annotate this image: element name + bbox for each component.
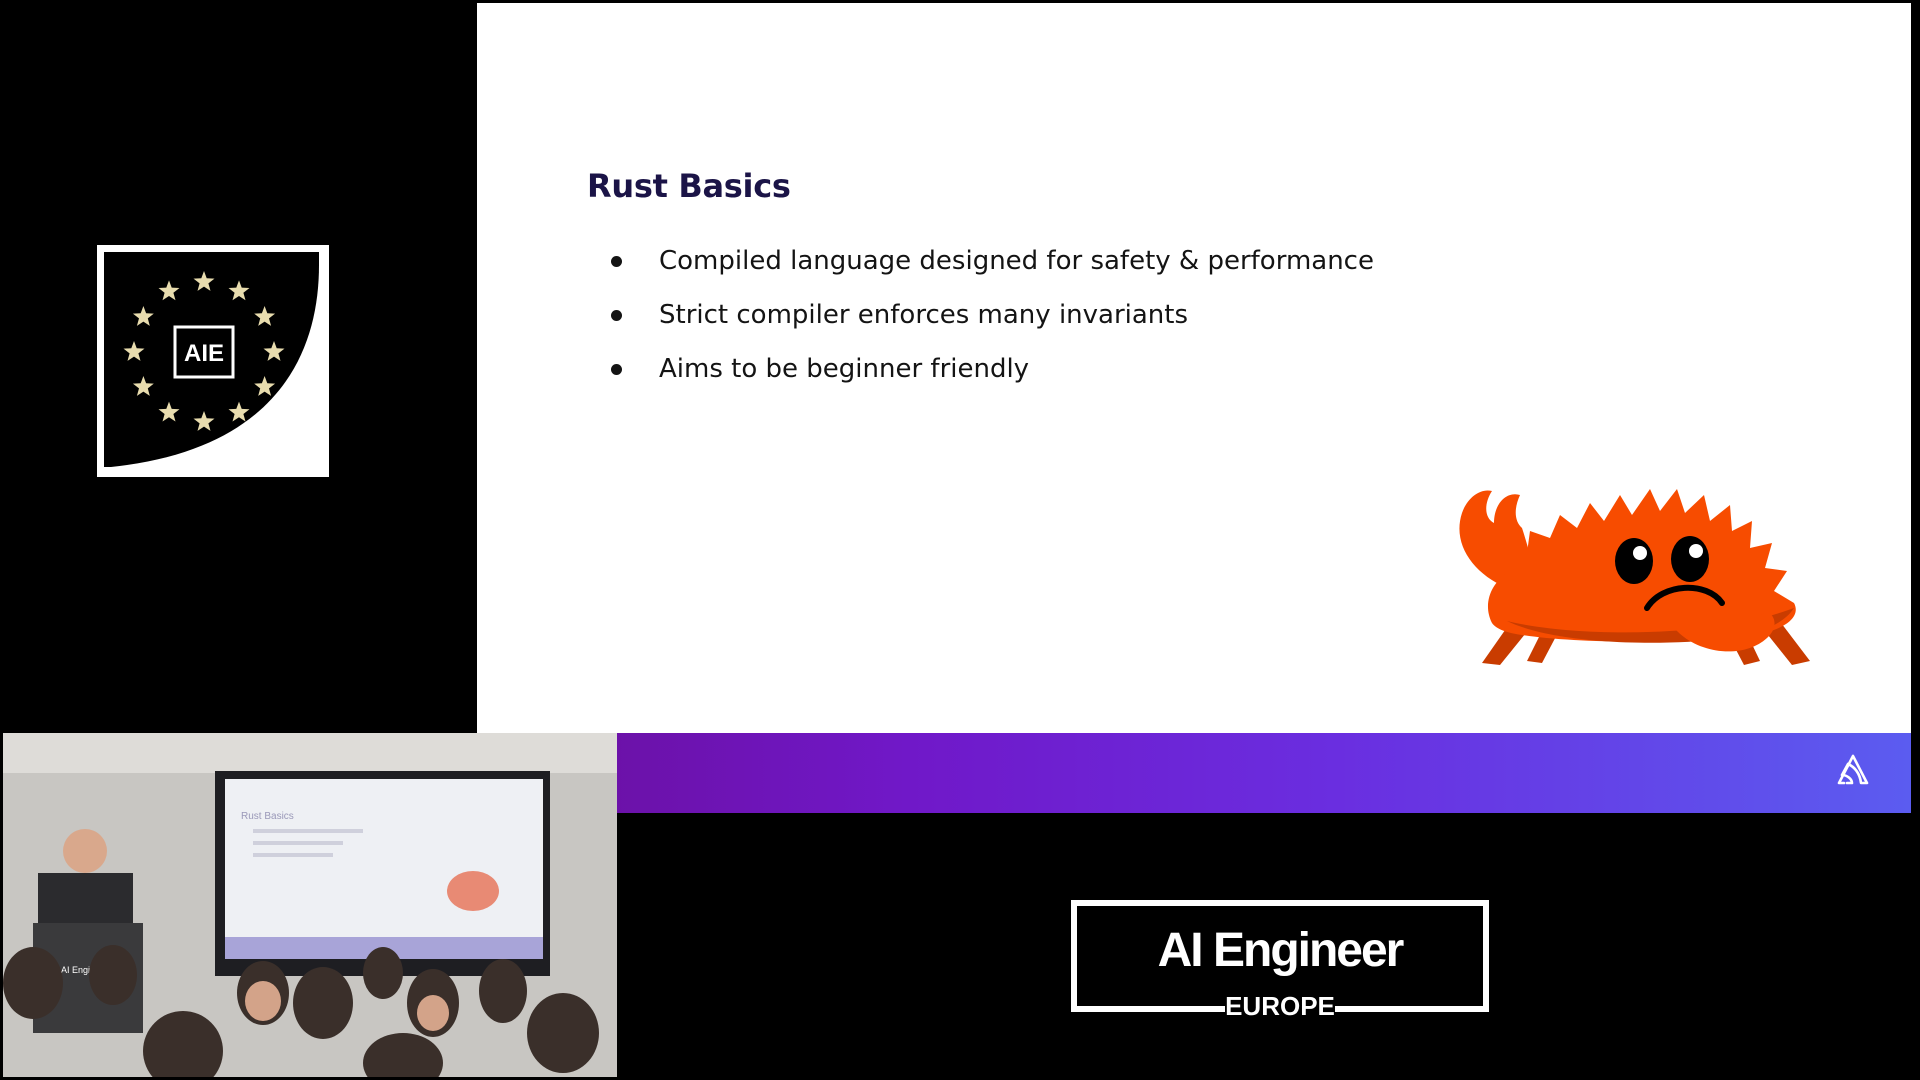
- star-icon: [228, 401, 250, 422]
- star-icon: [158, 401, 180, 422]
- bullet-text: Strict compiler enforces many invariants: [659, 300, 1189, 330]
- star-icon: [193, 271, 215, 291]
- star-icon: [228, 280, 250, 301]
- webcam-screen-title: Rust Basics: [241, 811, 294, 822]
- bullet-item: Aims to be beginner friendly: [587, 349, 1374, 403]
- presentation-slide: Rust Basics Compiled language designed f…: [477, 3, 1911, 733]
- star-icon: [254, 376, 276, 396]
- bullet-dot: [611, 364, 622, 375]
- podium-sign: AI Engi: [61, 965, 90, 975]
- eu-stars-badge-icon: AIE: [104, 252, 319, 467]
- badge-label: AIE: [184, 340, 224, 367]
- slide-bullet-list: Compiled language designed for safety & …: [587, 241, 1374, 403]
- aie-badge-logo: AIE: [97, 245, 329, 477]
- bullet-dot: [611, 256, 622, 267]
- brand-name: AI Engineer: [1157, 924, 1405, 977]
- brand-region: EUROPE: [1225, 988, 1335, 1024]
- webcam-scene-image: Rust Basics AI Engi: [3, 733, 617, 1077]
- star-icon: [132, 376, 154, 396]
- bullet-text: Aims to be beginner friendly: [659, 354, 1030, 384]
- star-icon: [193, 411, 215, 431]
- ferris-crab-icon: [1459, 489, 1810, 665]
- star-icon: [123, 341, 145, 361]
- bullet-dot: [611, 310, 622, 321]
- star-icon: [254, 306, 276, 326]
- slide-footer-bar: [477, 733, 1911, 813]
- sentry-icon: [1837, 754, 1869, 785]
- bullet-item: Compiled language designed for safety & …: [587, 241, 1374, 295]
- bullet-item: Strict compiler enforces many invariants: [587, 295, 1374, 349]
- speaker-webcam-feed: Rust Basics AI Engi: [3, 733, 617, 1077]
- star-icon: [132, 306, 154, 326]
- star-icon: [263, 341, 285, 361]
- bullet-text: Compiled language designed for safety & …: [659, 246, 1374, 276]
- ai-engineer-europe-logo: AI Engineer EUROPE: [1071, 900, 1489, 1024]
- star-icon: [158, 280, 180, 301]
- slide-title: Rust Basics: [587, 167, 791, 205]
